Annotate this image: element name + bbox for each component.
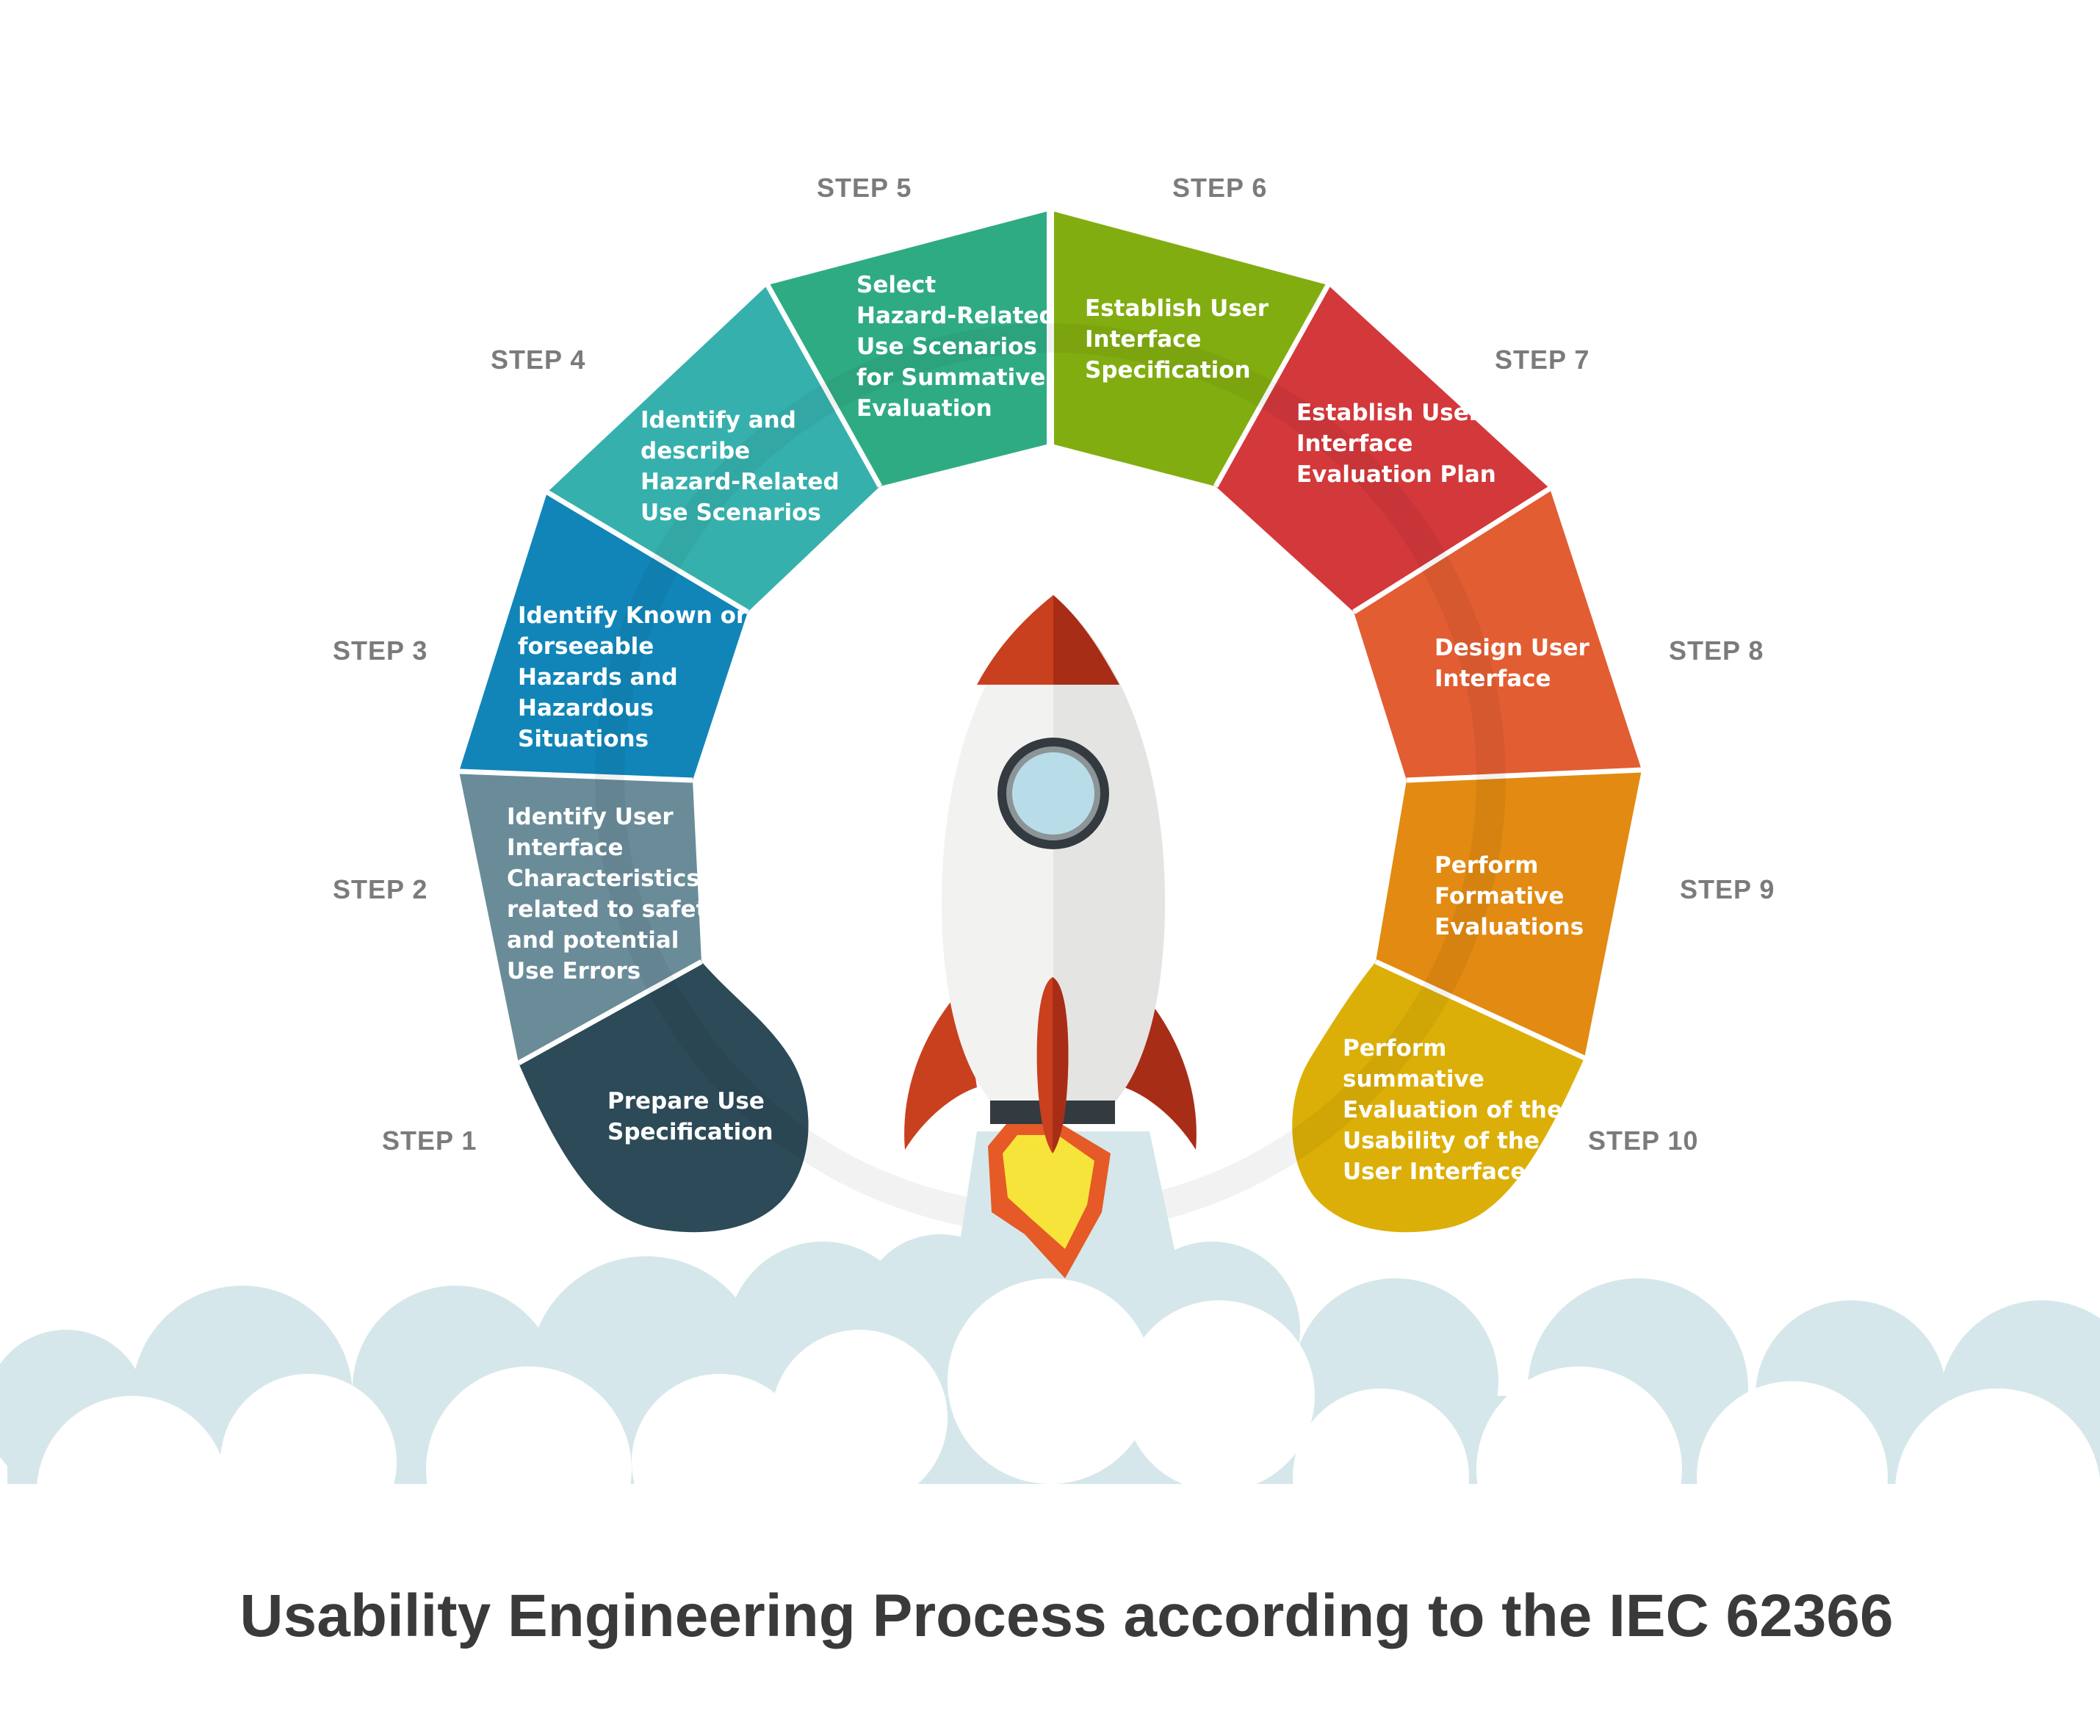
step-label-1: STEP 1	[382, 1125, 477, 1156]
step-label-10: STEP 10	[1588, 1125, 1698, 1156]
step-label-2: STEP 2	[333, 874, 427, 904]
step-label-9: STEP 9	[1680, 874, 1775, 904]
step-5-description: Select Hazard-Related Use Scenarios for …	[856, 272, 1063, 422]
segment-step-3[interactable]	[459, 492, 748, 780]
step-7-description: Establish User Interface Evaluation Plan	[1296, 400, 1496, 488]
segment-step-8[interactable]	[1354, 489, 1642, 780]
page-title: Usability Engineering Process according …	[239, 1582, 1893, 1649]
step-9-description: Perform Formative Evaluations	[1435, 852, 1584, 940]
segment-step-10[interactable]	[1292, 962, 1584, 1233]
step-labels: STEP 1 STEP 2 STEP 3 STEP 4 STEP 5 STEP …	[333, 173, 1775, 1156]
step-1-description: Prepare Use Specification	[607, 1088, 773, 1145]
segment-step-5[interactable]	[768, 212, 1047, 486]
segment-step-1[interactable]	[519, 962, 809, 1233]
step-4-description: Identify and describe Hazard-Related Use…	[641, 407, 847, 526]
step-3-description: Identify Known or forseeable Hazards and…	[518, 602, 755, 752]
step-label-5: STEP 5	[817, 173, 912, 203]
rocket-icon	[904, 595, 1197, 1278]
segment-step-6[interactable]	[1054, 212, 1328, 486]
step-label-7: STEP 7	[1495, 345, 1590, 375]
segment-step-4[interactable]	[547, 285, 880, 612]
step-label-8: STEP 8	[1669, 635, 1764, 666]
step-10-description: Perform summative Evaluation of the Usab…	[1343, 1035, 1570, 1185]
step-2-description: Identify User Interface Characteristics …	[507, 804, 729, 984]
segment-step-7[interactable]	[1216, 285, 1550, 612]
segment-step-9[interactable]	[1376, 770, 1642, 1058]
step-ring	[458, 206, 1642, 1234]
step-label-6: STEP 6	[1172, 173, 1267, 203]
step-descriptions: Prepare Use Specification Identify User …	[507, 272, 1598, 1185]
clouds	[0, 1234, 2100, 1718]
step-label-4: STEP 4	[491, 345, 585, 375]
segment-step-2[interactable]	[459, 771, 701, 1063]
step-6-description: Establish User Interface Specification	[1085, 295, 1277, 383]
step-label-3: STEP 3	[333, 635, 427, 666]
step-8-description: Design User Interface	[1435, 635, 1598, 692]
